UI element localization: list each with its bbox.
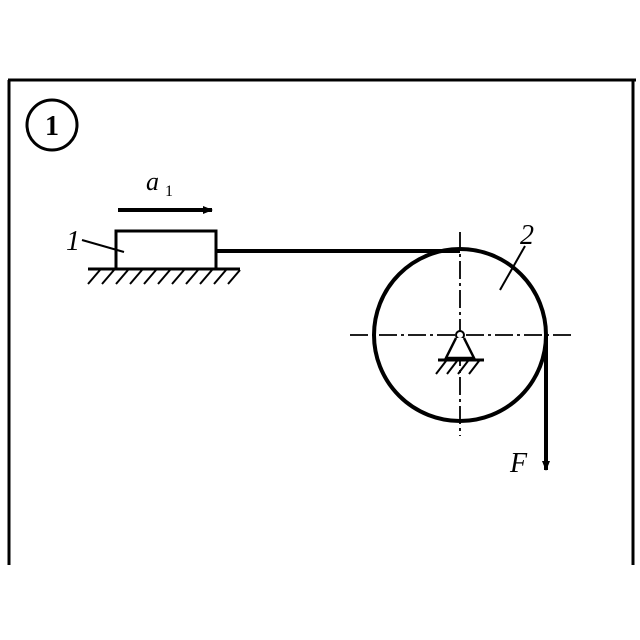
block-label: 1 — [66, 226, 80, 257]
force-label: F — [509, 448, 528, 479]
pulley-label-leader — [499, 245, 526, 291]
block-label-leader — [81, 239, 125, 253]
panel-number-badge: 1 — [25, 98, 79, 152]
pulley-label: 2 — [520, 220, 534, 251]
acceleration-subscript: 1 — [165, 183, 173, 200]
acceleration-indicator: a 1 — [118, 167, 213, 214]
block-1 — [114, 229, 218, 271]
acceleration-symbol: a — [146, 167, 159, 196]
figure-frame — [7, 78, 636, 565]
pin-support-icon — [435, 330, 484, 375]
ground-surface — [87, 267, 241, 285]
panel-number: 1 — [45, 111, 59, 142]
